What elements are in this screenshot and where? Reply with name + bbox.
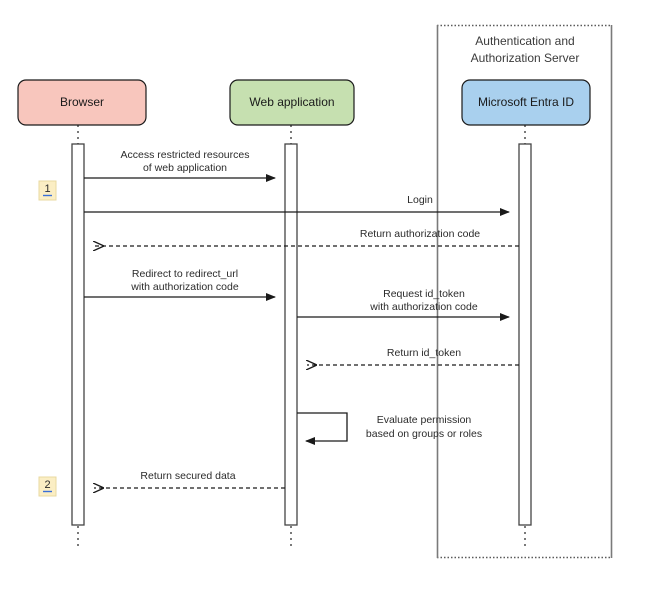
step-badge-2-text: 2 [44, 479, 50, 491]
activation-bar-entra [518, 143, 532, 526]
message-return-secured-data: Return secured data [94, 470, 285, 488]
participant-webapp-box[interactable] [229, 79, 355, 126]
selfcall-evaluate-permission-label-1: Evaluate permission [377, 414, 472, 426]
participant-browser-box[interactable] [17, 79, 147, 126]
message-login: Login [84, 194, 510, 216]
step-badge-1-text: 1 [44, 183, 50, 195]
message-redirect-to-redirect-url: Redirect to redirect_url with authorizat… [84, 268, 276, 301]
participant-webapp[interactable]: Web application [229, 79, 355, 126]
message-return-id-token: Return id_token [307, 347, 519, 365]
step-badge-1[interactable]: 1 [38, 180, 57, 201]
participant-webapp-label: Web application [249, 95, 334, 109]
participant-entra-label: Microsoft Entra ID [478, 95, 574, 109]
participant-entra[interactable]: Microsoft Entra ID [461, 79, 591, 126]
message-return-authorization-code-label: Return authorization code [360, 228, 480, 240]
message-login-label: Login [407, 194, 433, 206]
activation-bar-webapp [284, 143, 298, 526]
message-request-id-token-label-2: with authorization code [369, 301, 478, 313]
message-redirect-to-redirect-url-label-1: Redirect to redirect_url [132, 268, 238, 280]
participant-entra-box[interactable] [461, 79, 591, 126]
message-request-id-token: Request id_token with authorization code [297, 288, 510, 321]
selfcall-evaluate-permission-label-2: based on groups or roles [366, 428, 482, 440]
selfcall-evaluate-permission: Evaluate permission based on groups or r… [297, 412, 482, 445]
message-redirect-to-redirect-url-label-2: with authorization code [130, 281, 239, 293]
group-label-line-2: Authorization Server [471, 51, 580, 65]
group-label-line-1: Authentication and [475, 34, 574, 48]
message-return-id-token-label: Return id_token [387, 347, 461, 359]
group-frame-auth-server: Authentication and Authorization Server [436, 24, 613, 559]
message-return-secured-data-label: Return secured data [140, 470, 235, 482]
selfcall-evaluate-permission-path [297, 412, 348, 445]
participant-browser-label: Browser [60, 95, 104, 109]
step-badge-2[interactable]: 2 [38, 476, 57, 497]
message-access-restricted-resources: Access restricted resources of web appli… [84, 149, 276, 182]
message-access-restricted-resources-label-2: of web application [143, 162, 227, 174]
activation-bar-browser [71, 143, 85, 526]
message-access-restricted-resources-label-1: Access restricted resources [121, 149, 250, 161]
message-request-id-token-label-1: Request id_token [383, 288, 465, 300]
participant-browser[interactable]: Browser [17, 79, 147, 126]
message-return-authorization-code: Return authorization code [94, 228, 519, 246]
